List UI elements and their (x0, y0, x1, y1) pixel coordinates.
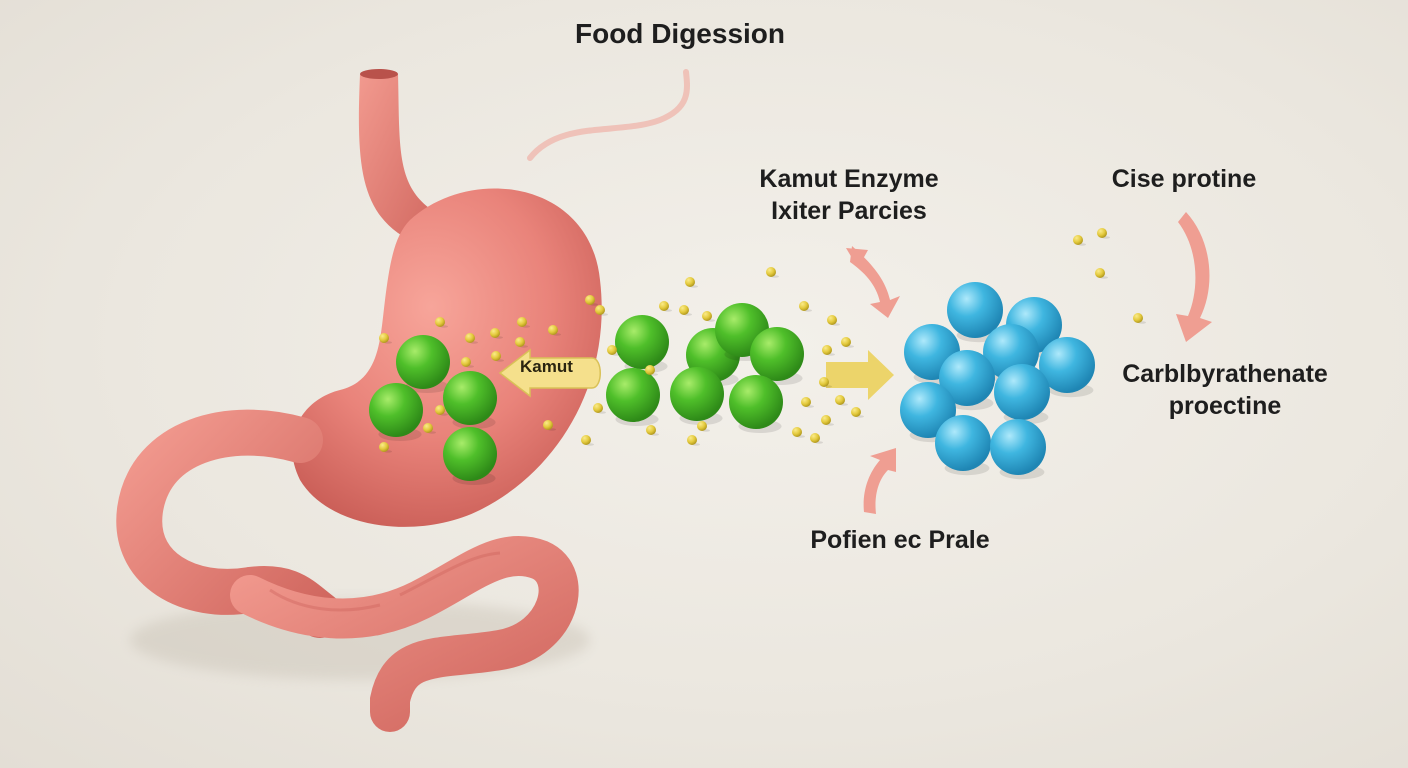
yellow-granule (702, 311, 712, 321)
yellow-granule (792, 427, 802, 437)
green-particle (443, 427, 497, 481)
particles-layer (369, 228, 1146, 486)
yellow-granule (490, 328, 500, 338)
stomach-illustration (116, 69, 602, 732)
yellow-granule (581, 435, 591, 445)
enzyme-label-line1: Kamut Enzyme (759, 165, 939, 193)
yellow-granule (835, 395, 845, 405)
yellow-granule (548, 325, 558, 335)
kamut-arrow-icon (498, 348, 601, 398)
yellow-granule (1097, 228, 1107, 238)
yellow-granule (841, 337, 851, 347)
yellow-granule (821, 415, 831, 425)
yellow-granule (423, 423, 433, 433)
green-particle (369, 383, 423, 437)
blue-particle (935, 415, 991, 471)
yellow-granule (819, 377, 829, 387)
blue-particle (994, 364, 1050, 420)
curved-arrow-icon (846, 212, 1212, 514)
yellow-granule (435, 317, 445, 327)
yellow-granule (827, 315, 837, 325)
yellow-granule (461, 357, 471, 367)
yellow-granule (465, 333, 475, 343)
enzyme-label-line2: Ixiter Parcies (771, 197, 927, 225)
carb-label-line1: Carblbyrathenate (1122, 360, 1328, 388)
title-squiggle (527, 69, 690, 161)
yellow-granule (679, 305, 689, 315)
cise-protine-label: Cise protine (1111, 165, 1257, 193)
blue-particle (1039, 337, 1095, 393)
kamut-arrow-label: Kamut (520, 357, 573, 376)
green-particle (729, 375, 783, 429)
green-particle (443, 371, 497, 425)
yellow-granule (822, 345, 832, 355)
yellow-granule (1095, 268, 1105, 278)
yellow-granule (801, 397, 811, 407)
green-particle (670, 367, 724, 421)
green-particle (606, 368, 660, 422)
yellow-granule (645, 365, 655, 375)
green-particle (750, 327, 804, 381)
yellow-granule (697, 421, 707, 431)
yellow-granule (646, 425, 656, 435)
pofien-label: Pofien ec Prale (810, 526, 990, 554)
carb-label: Carblbyrathenate proectine (1122, 358, 1328, 422)
flow-arrow-icon (826, 350, 894, 400)
green-particle (615, 315, 669, 369)
page-title: Food Digession (575, 18, 785, 49)
yellow-granule (491, 351, 501, 361)
yellow-granule (543, 420, 553, 430)
yellow-granule (851, 407, 861, 417)
blue-particle (900, 382, 956, 438)
blue-particle (990, 419, 1046, 475)
yellow-granule (1073, 235, 1083, 245)
yellow-granule (379, 442, 389, 452)
yellow-granule (593, 403, 603, 413)
yellow-granule (515, 337, 525, 347)
yellow-granule (687, 435, 697, 445)
yellow-granule (435, 405, 445, 415)
yellow-granule (379, 333, 389, 343)
yellow-granule (585, 295, 595, 305)
yellow-granule (595, 305, 605, 315)
yellow-granule (1133, 313, 1143, 323)
yellow-granule (810, 433, 820, 443)
carb-label-line2: proectine (1168, 392, 1282, 420)
yellow-granule (659, 301, 669, 311)
yellow-granule (685, 277, 695, 287)
yellow-granule (799, 301, 809, 311)
yellow-granule (766, 267, 776, 277)
enzyme-label: Kamut Enzyme Ixiter Parcies (759, 163, 938, 227)
green-particle (396, 335, 450, 389)
blue-particle (947, 282, 1003, 338)
yellow-granule (607, 345, 617, 355)
yellow-granule (517, 317, 527, 327)
blue-particle (939, 350, 995, 406)
